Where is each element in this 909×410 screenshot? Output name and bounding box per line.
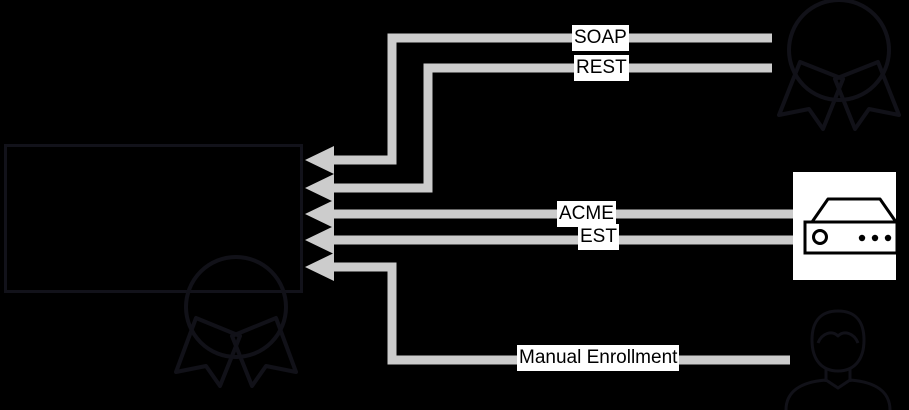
connector-rest[interactable] <box>305 63 772 202</box>
appliance-status-led <box>858 234 866 242</box>
appliance-status-led <box>884 234 892 242</box>
appliance-power-led <box>812 229 828 245</box>
appliance-status-led <box>871 234 879 242</box>
certificate-ribbon-icon <box>174 255 298 388</box>
arrowhead-soap <box>305 146 334 174</box>
arrowhead-manual-enrollment <box>305 253 334 281</box>
connector-manual-enrollment[interactable] <box>305 253 790 365</box>
connector-label-manual-enrollment: Manual Enrollment <box>517 345 680 371</box>
server-appliance-icon <box>803 197 899 255</box>
certificate-ribbon-icon <box>777 0 901 131</box>
connector-label-rest: REST <box>574 55 629 81</box>
connector-est[interactable] <box>305 226 793 254</box>
connector-acme[interactable] <box>305 200 793 228</box>
arrowhead-rest <box>305 174 334 202</box>
connector-label-acme: ACME <box>557 201 616 227</box>
connector-soap[interactable] <box>305 33 772 174</box>
connector-label-est: EST <box>578 224 619 250</box>
arrowhead-acme <box>305 200 334 228</box>
connector-label-soap: SOAP <box>572 25 629 51</box>
arrowhead-est <box>305 226 334 254</box>
platform-box[interactable] <box>4 144 303 293</box>
user-person-icon <box>784 309 892 410</box>
